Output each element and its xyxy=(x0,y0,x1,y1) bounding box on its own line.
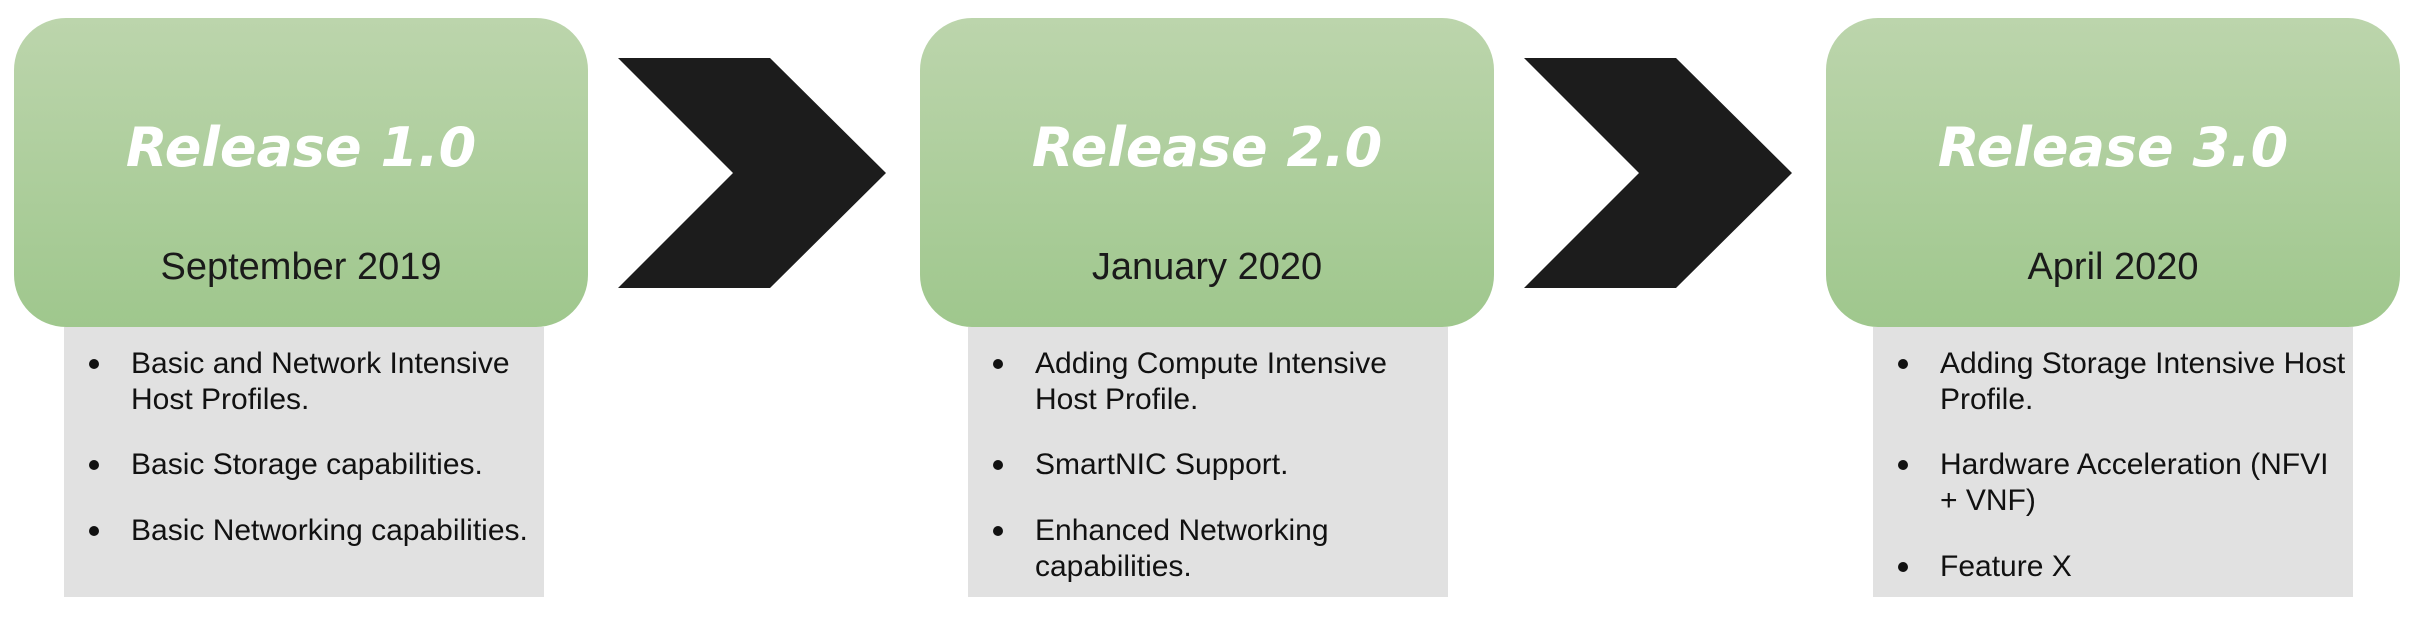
release-1-card: Release 1.0 September 2019 Basic and Net… xyxy=(14,0,588,614)
release-1-details: Basic and Network Intensive Host Profile… xyxy=(64,327,544,597)
release-3-details: Adding Storage Intensive Host Profile. H… xyxy=(1873,327,2353,597)
release-3-item-2: Hardware Acceleration (NFVI + VNF) xyxy=(1873,447,2353,527)
bullet-icon xyxy=(89,526,99,536)
release-1-item-2-text: Basic Storage capabilities. xyxy=(131,448,483,481)
release-2-item-3-text: Enhanced Networking capabilities. xyxy=(1035,514,1329,583)
release-2-details: Adding Compute Intensive Host Profile. S… xyxy=(968,327,1448,597)
release-3-item-3-text: Feature X xyxy=(1940,550,2072,583)
release-1-date: September 2019 xyxy=(160,246,442,288)
release-2-item-1: Adding Compute Intensive Host Profile. xyxy=(968,346,1448,426)
release-1-title: Release 1.0 xyxy=(125,116,477,179)
release-2-date: January 2020 xyxy=(1091,246,1323,288)
release-3-date: April 2020 xyxy=(2027,246,2199,288)
release-1-item-2: Basic Storage capabilities. xyxy=(64,447,544,527)
release-1-item-1-text: Basic and Network Intensive Host Profile… xyxy=(131,347,510,416)
bullet-icon xyxy=(1898,562,1908,572)
chevron-1-shape xyxy=(618,58,886,288)
bullet-icon xyxy=(1898,359,1908,369)
release-1-item-1: Basic and Network Intensive Host Profile… xyxy=(64,346,544,426)
release-3-title: Release 3.0 xyxy=(1937,116,2289,179)
bullet-icon xyxy=(993,359,1003,369)
release-3-card: Release 3.0 April 2020 Adding Storage In… xyxy=(1826,0,2400,614)
release-2-item-1-text: Adding Compute Intensive Host Profile. xyxy=(1035,347,1387,416)
chevron-right-icon xyxy=(618,58,886,288)
bullet-icon xyxy=(993,460,1003,470)
release-3-header: Release 3.0 April 2020 xyxy=(1826,18,2400,327)
release-3-item-3: Feature X xyxy=(1873,549,2353,629)
release-1-item-3: Basic Networking capabilities. xyxy=(64,513,544,593)
release-3-item-1: Adding Storage Intensive Host Profile. xyxy=(1873,346,2353,426)
release-1-item-3-text: Basic Networking capabilities. xyxy=(131,514,528,547)
bullet-icon xyxy=(1898,460,1908,470)
release-2-title: Release 2.0 xyxy=(1031,116,1383,179)
release-2-card: Release 2.0 January 2020 Adding Compute … xyxy=(920,0,1494,614)
release-1-header: Release 1.0 September 2019 xyxy=(14,18,588,327)
release-3-item-1-text: Adding Storage Intensive Host Profile. xyxy=(1940,347,2346,416)
release-3-item-2-text: Hardware Acceleration (NFVI + VNF) xyxy=(1940,448,2329,517)
chevron-right-icon xyxy=(1524,58,1792,288)
bullet-icon xyxy=(89,460,99,470)
bullet-icon xyxy=(993,526,1003,536)
bullet-icon xyxy=(89,359,99,369)
release-2-item-2: SmartNIC Support. xyxy=(968,447,1448,527)
release-2-item-2-text: SmartNIC Support. xyxy=(1035,448,1289,481)
release-2-header: Release 2.0 January 2020 xyxy=(920,18,1494,327)
chevron-2-shape xyxy=(1524,58,1792,288)
release-2-item-3: Enhanced Networking capabilities. xyxy=(968,513,1448,593)
